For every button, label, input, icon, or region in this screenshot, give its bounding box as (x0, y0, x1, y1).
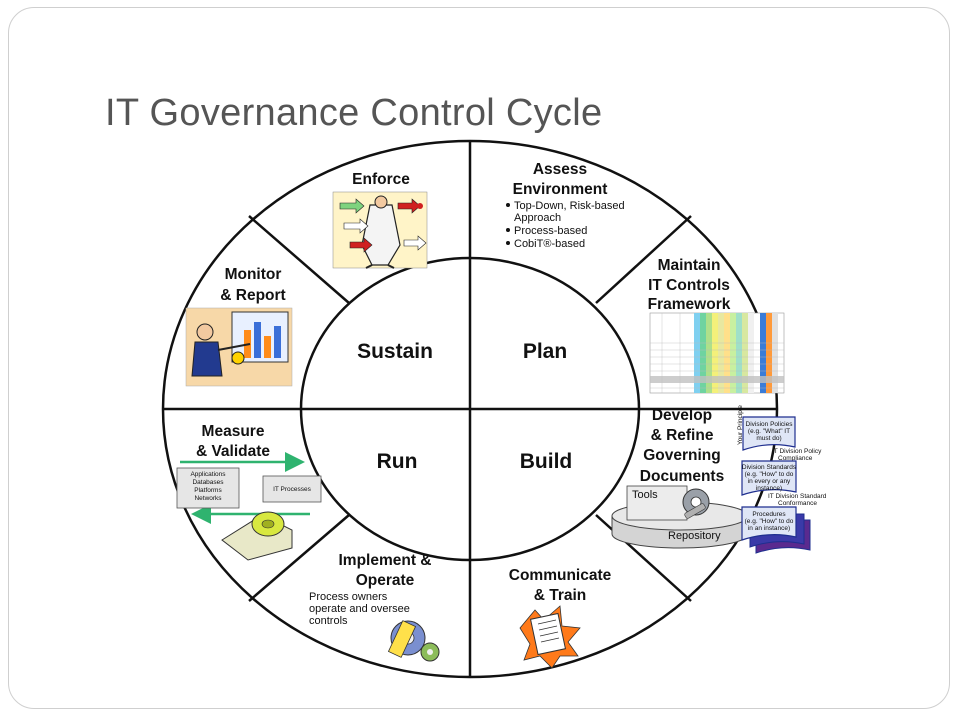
division-standards-doc: Division Standards (e.g. "How" to do in … (741, 460, 797, 496)
controls-matrix-thumbnail (649, 312, 785, 394)
note2-line1: IT Division Standard (768, 493, 827, 500)
enforce-clipart-icon (332, 191, 428, 269)
maintain-title-line3: Framework (648, 296, 731, 313)
note1-line2: Compliance (778, 455, 813, 462)
tape-measure-icon (221, 511, 293, 561)
develop-repository-label: Repository (668, 530, 721, 542)
division-policies-doc: Division Policies (e.g. "What" IT must d… (742, 416, 796, 451)
core-label-plan: Plan (523, 340, 567, 363)
doc2-line4: instance) (756, 485, 782, 492)
gear-icon (682, 488, 710, 519)
measure-box1-line4: Networks (194, 495, 222, 502)
measure-title-line2: & Validate (196, 443, 270, 460)
enforce-title: Enforce (352, 171, 410, 188)
measure-box2-label: IT Processes (273, 486, 312, 493)
procedures-doc-stack: Procedures (e.g. "How" to do in an insta… (741, 506, 811, 554)
communicate-title-line2: & Train (534, 587, 587, 604)
doc3-line2: (e.g. "How" to do (745, 518, 794, 525)
maintain-title-line2: IT Controls (648, 277, 730, 294)
develop-title-line2: & Refine (651, 427, 714, 444)
doc3-line1: Procedures (752, 511, 786, 518)
slide-frame (8, 7, 950, 709)
maintain-title-line1: Maintain (658, 257, 721, 274)
note2-line2: Conformance (778, 500, 817, 507)
implement-body-line2: operate and oversee (309, 603, 410, 615)
implement-title-line1: Implement & (338, 552, 431, 569)
develop-title-line3: Governing (643, 447, 721, 464)
implement-body-line3: controls (309, 615, 348, 627)
doc2-line1: Division Standards (742, 464, 797, 471)
assess-bullet-1 (506, 203, 510, 207)
monitor-title-line2: & Report (220, 287, 285, 304)
assess-bullet-2 (506, 228, 510, 232)
core-label-run: Run (377, 450, 418, 473)
develop-title-line1: Develop (652, 407, 712, 424)
core-label-sustain: Sustain (357, 340, 433, 363)
doc2-line2: (e.g. "How" to do (745, 471, 794, 478)
measure-title-line1: Measure (202, 423, 265, 440)
assess-bullet-text-3: CobiT®-based (514, 238, 585, 250)
assess-title-line2: Environment (513, 181, 608, 198)
measure-box1-line2: Databases (192, 479, 224, 486)
presenter-clipart-icon (185, 307, 293, 387)
assess-bullet-text-1b: Approach (514, 212, 561, 224)
assess-bullet-3 (506, 241, 510, 245)
measure-box1-line3: Platforms (194, 487, 222, 494)
core-label-build: Build (520, 450, 573, 473)
develop-tools-label: Tools (632, 489, 658, 501)
doc3-line3: in an instance) (748, 525, 790, 532)
communicate-title-line1: Communicate (509, 567, 612, 584)
doc1-line1: Division Policies (746, 421, 794, 428)
assess-title-line1: Assess (533, 161, 587, 178)
measure-system-box (176, 467, 240, 509)
doc2-line3: in every or any (748, 478, 791, 485)
assess-bullet-text-1: Top-Down, Risk-based (514, 200, 625, 212)
implement-title-line2: Operate (356, 572, 415, 589)
slide-title: IT Governance Control Cycle (105, 92, 603, 134)
document-burst-icon (519, 605, 581, 669)
develop-title-line4: Documents (640, 468, 724, 485)
note1-line1: IT Division Policy (772, 448, 822, 455)
monitor-title-line1: Monitor (225, 266, 282, 283)
measure-box1-line1: Applications (190, 471, 226, 478)
gears-clipart-icon (387, 620, 440, 662)
measure-process-box (262, 475, 322, 503)
develop-side-label: Your Principle (737, 405, 744, 445)
assess-bullet-text-2: Process-based (514, 225, 587, 237)
implement-body-line1: Process owners (309, 591, 388, 603)
doc1-line3: must do) (756, 435, 781, 442)
doc1-line2: (e.g. "What" IT (748, 428, 790, 435)
